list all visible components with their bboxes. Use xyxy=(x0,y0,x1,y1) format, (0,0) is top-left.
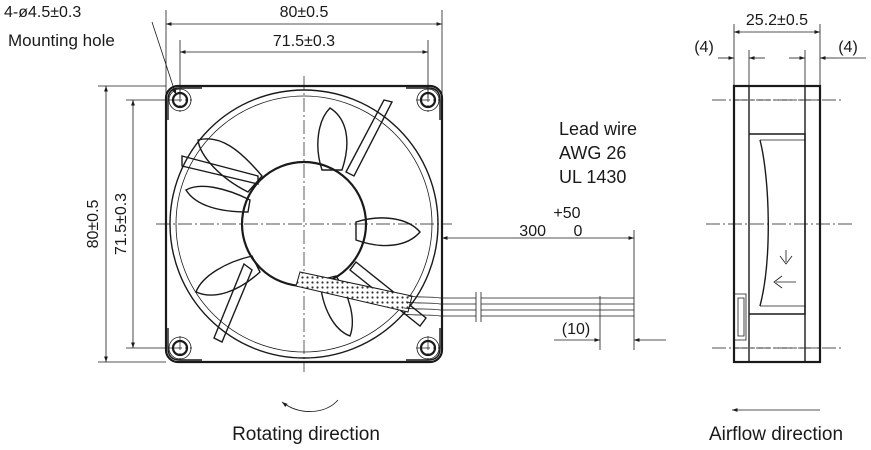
wire-harness xyxy=(295,271,441,317)
lead-wires xyxy=(440,292,634,322)
strip-length-value: (10) xyxy=(562,321,590,338)
depth-value: 25.2±0.5 xyxy=(746,12,808,29)
hole-pitch-vertical-value: 71.5±0.3 xyxy=(113,193,130,255)
strip-length-dimension: (10) xyxy=(554,318,666,350)
hole-pitch-vertical-dimension: 71.5±0.3 xyxy=(113,99,166,349)
lead-tolerance-minus: 0 xyxy=(574,223,583,240)
hole-spec-label: 4-ø4.5±0.3 xyxy=(4,4,81,21)
fan-hub xyxy=(240,160,368,288)
rotating-direction: Rotating direction xyxy=(232,399,380,445)
flange-right-value: (4) xyxy=(838,39,858,56)
front-center-lines xyxy=(156,76,452,372)
lead-wire-standard: UL 1430 xyxy=(559,167,626,187)
flange-dimensions: (4) (4) xyxy=(694,39,866,88)
flange-left-value: (4) xyxy=(694,39,714,56)
airflow-direction-label: Airflow direction xyxy=(709,424,843,445)
depth-dimension: 25.2±0.5 xyxy=(733,12,821,88)
height-overall-dimension: 80±0.5 xyxy=(85,85,166,363)
rotation-arrow-icon xyxy=(281,399,339,412)
side-view: 25.2±0.5 (4) (4) xyxy=(694,12,866,445)
hole-pitch-horizontal-value: 71.5±0.3 xyxy=(273,33,335,50)
airflow-direction: Airflow direction xyxy=(709,408,843,445)
mounting-hole-label: Mounting hole xyxy=(8,31,115,50)
side-center-lines xyxy=(706,99,852,349)
width-overall-value: 80±0.5 xyxy=(280,4,329,21)
hole-leader-line xyxy=(151,21,177,96)
lead-length-value: 300 xyxy=(519,223,546,240)
width-overall-dimension: 80±0.5 xyxy=(165,4,443,98)
airflow-arrow-symbol xyxy=(773,250,796,289)
lead-tolerance-plus: +50 xyxy=(553,205,580,222)
lead-wire-spec: Lead wire AWG 26 UL 1430 xyxy=(559,119,637,187)
rotating-direction-label: Rotating direction xyxy=(232,424,380,445)
lead-wire-gauge: AWG 26 xyxy=(559,143,626,163)
lead-wire-label: Lead wire xyxy=(559,119,637,139)
height-overall-value: 80±0.5 xyxy=(85,199,102,248)
front-view: 4-ø4.5±0.3 Mounting hole 80±0.5 71.5±0.3… xyxy=(4,4,666,445)
lead-length-dimension: 300 +50 0 xyxy=(442,205,635,350)
